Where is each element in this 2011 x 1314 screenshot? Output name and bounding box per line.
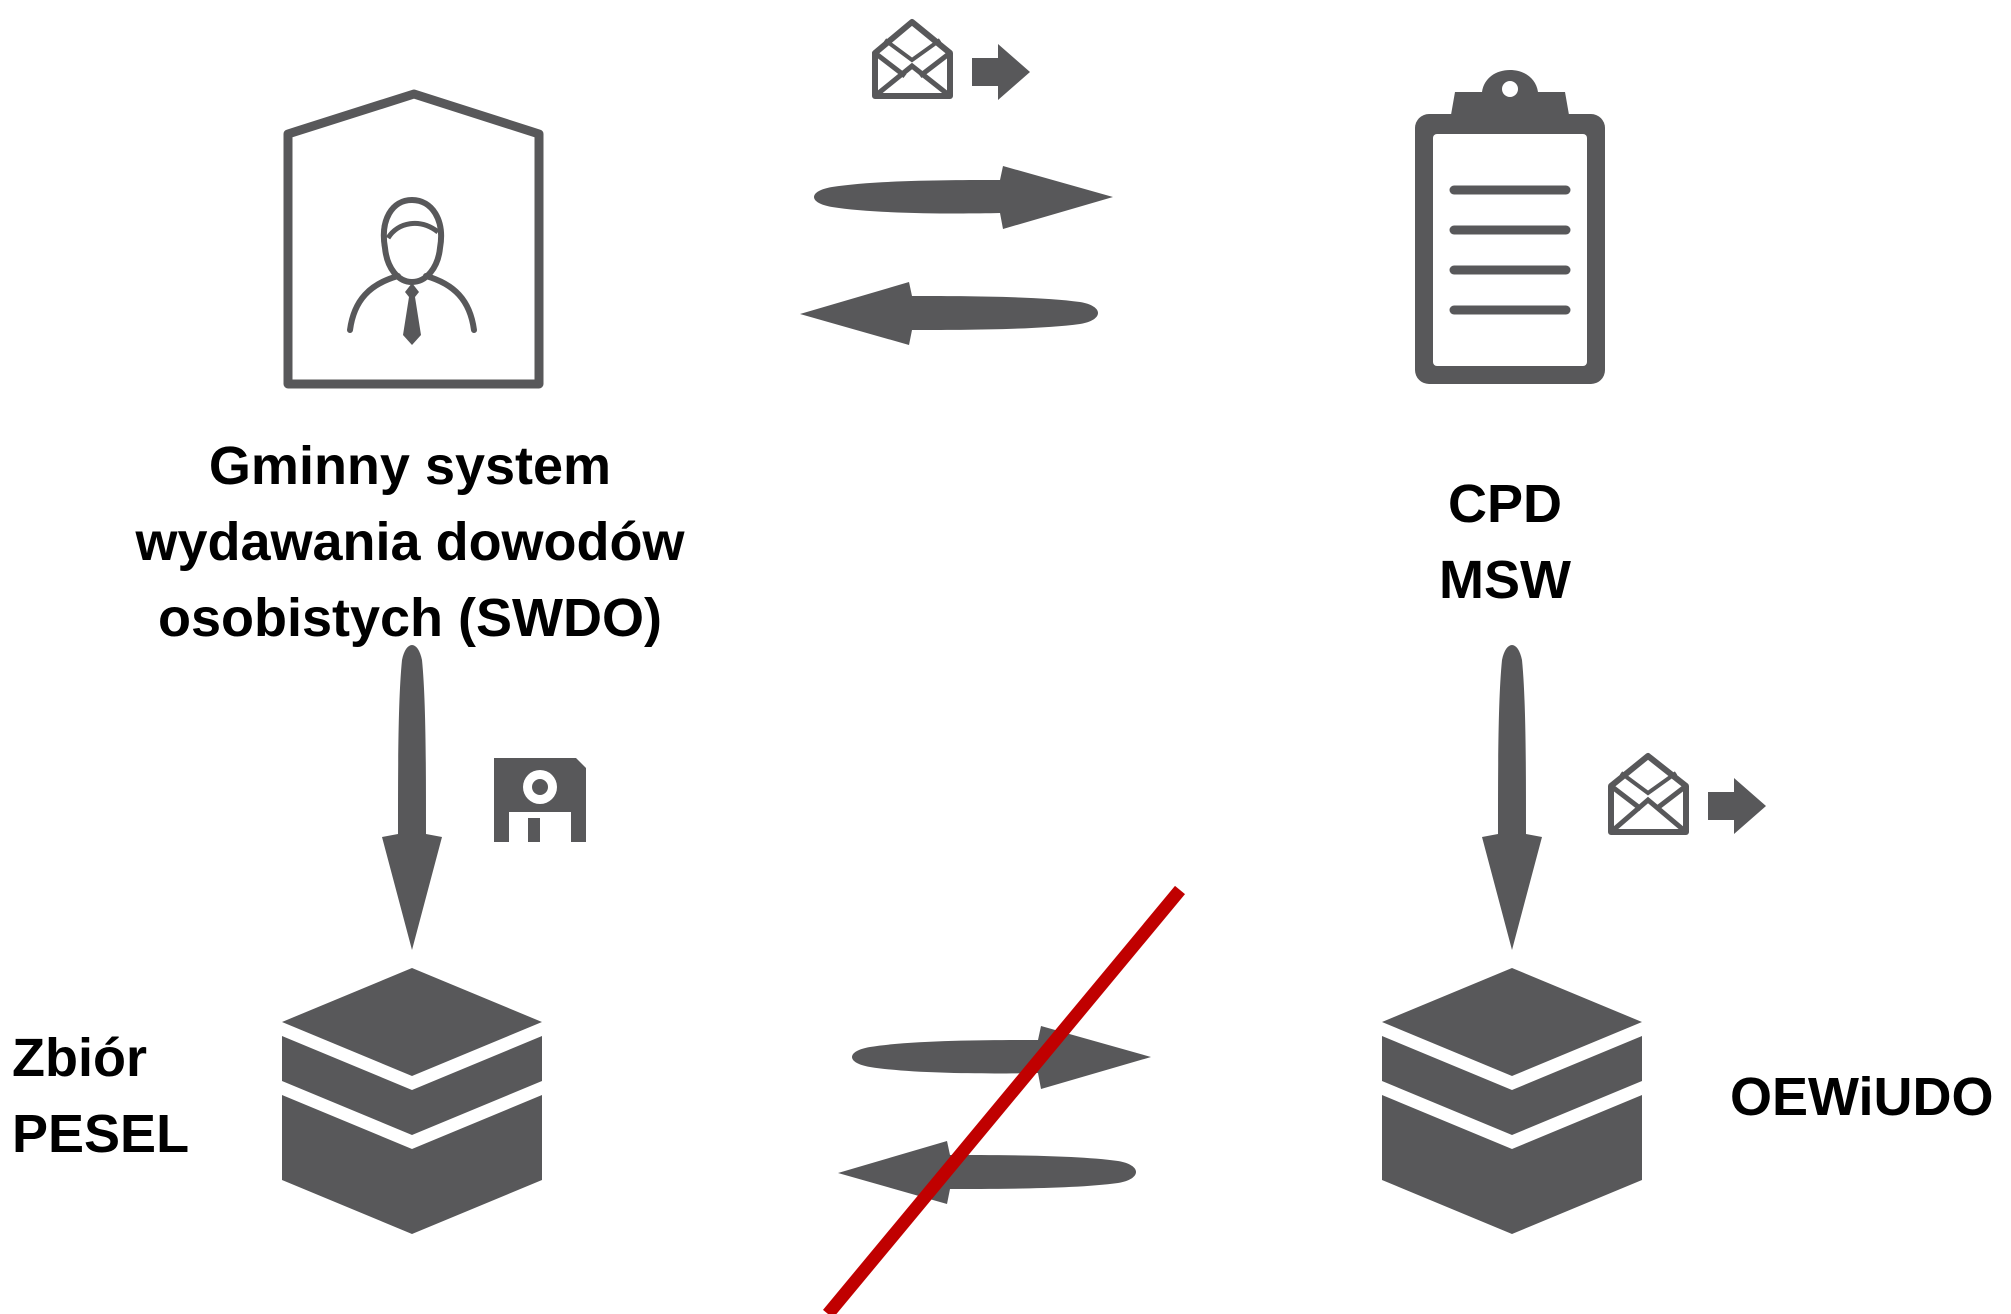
clipboard-icon (1415, 70, 1605, 384)
swdo-label-line: osobistych (SWDO) (157, 588, 662, 648)
oewiudo-label: OEWiUDO (1730, 1070, 2010, 1124)
oewiudo-label-line: OEWiUDO (1730, 1067, 1994, 1127)
cpd-label-line: MSW (1439, 550, 1571, 610)
swdo-label-line: wydawania dowodów (135, 512, 685, 572)
pesel-label-line: PESEL (12, 1104, 190, 1164)
arrow-swdo-to-pesel (382, 645, 442, 950)
floppy-disk-save-icon (494, 758, 586, 842)
swdo-label: Gminny system wydawania dowodów osobisty… (110, 428, 710, 656)
database-stack-icon (282, 968, 542, 1234)
arrow-cpd-to-swdo (800, 282, 1098, 345)
send-mail-icon (872, 19, 1030, 100)
cpd-label: CPD MSW (1400, 466, 1610, 618)
arrow-pesel-to-oewiudo (852, 1026, 1151, 1089)
database-stack-icon (1382, 968, 1642, 1234)
send-mail-icon (1608, 753, 1766, 835)
pesel-label-line: Zbiór (12, 1028, 147, 1088)
arrow-oewiudo-to-pesel (838, 1141, 1136, 1204)
pesel-label: Zbiór PESEL (12, 1020, 212, 1172)
office-person-icon (283, 89, 544, 389)
arrow-swdo-to-cpd (814, 166, 1113, 229)
arrow-cpd-to-oewiudo (1482, 645, 1542, 950)
swdo-label-line: Gminny system (208, 436, 612, 496)
strikethrough-mark (822, 885, 1186, 1314)
cpd-label-line: CPD (1447, 474, 1562, 534)
